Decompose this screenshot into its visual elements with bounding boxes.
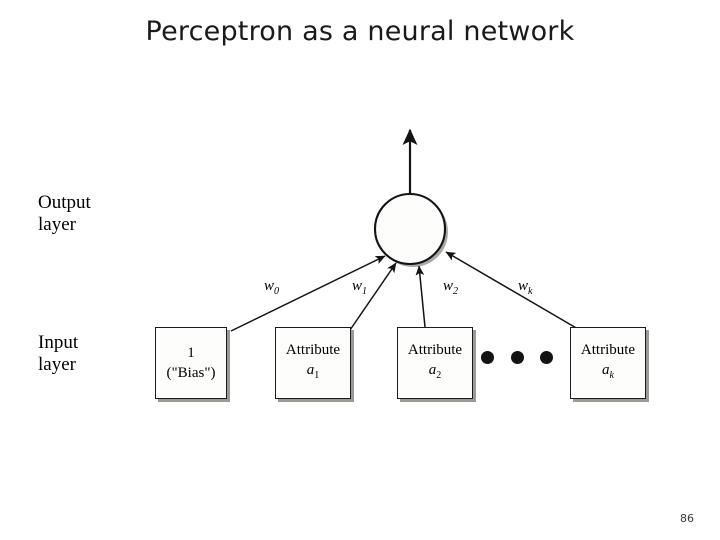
attribute-ak-title: Attribute	[580, 342, 636, 358]
input-layer-label-line2: layer	[38, 354, 76, 375]
attribute-a1-letter: a	[306, 362, 315, 378]
attribute-a2-symbol: a2	[429, 360, 442, 386]
weight-subscript-w2: 2	[453, 286, 459, 297]
output-layer-label: Output layer	[38, 192, 91, 236]
weight-symbol-w2: w	[443, 278, 454, 294]
input-node-attribute-a2[interactable]: Attribute a2	[397, 327, 473, 399]
weight-subscript-w1: 1	[362, 286, 368, 297]
weight-subscript-wk: k	[528, 286, 533, 297]
weight-symbol-wk: w	[518, 278, 529, 294]
edge-wk	[445, 251, 579, 330]
output-node-circle	[373, 192, 447, 266]
attribute-a1-subscript: 1	[314, 370, 320, 381]
ellipsis-dot-3	[540, 350, 553, 364]
output-layer-label-line1: Output	[38, 192, 91, 213]
weight-symbol-w1: w	[352, 278, 363, 294]
ellipsis-dot-2	[510, 350, 524, 364]
input-layer-label-line1: Input	[38, 332, 79, 353]
weight-subscript-w0: 0	[274, 286, 280, 297]
ellipsis-dots	[481, 347, 553, 367]
input-node-bias[interactable]: 1 ("Bias")	[155, 327, 227, 399]
attribute-a2-subscript: 2	[436, 370, 442, 381]
output-node-shadow	[378, 197, 448, 267]
page-title: Perceptron as a neural network	[145, 16, 575, 47]
attribute-ak-letter: a	[602, 362, 610, 378]
attribute-ak-symbol: ak	[602, 360, 614, 386]
output-layer-label-line2: layer	[38, 214, 76, 235]
weight-symbol-w0: w	[264, 278, 275, 294]
input-node-attribute-ak[interactable]: Attribute ak	[570, 327, 646, 399]
edge-w2	[415, 265, 426, 328]
attribute-a2-title: Attribute	[407, 342, 463, 358]
input-layer-label: Input layer	[38, 332, 78, 376]
weight-label-wk: wk	[518, 278, 532, 297]
attribute-a2-letter: a	[428, 362, 437, 378]
input-node-attribute-a1[interactable]: Attribute a1	[275, 327, 351, 399]
attribute-ak-subscript: k	[609, 370, 614, 381]
attribute-a1-symbol: a1	[307, 360, 320, 386]
attribute-a1-title: Attribute	[285, 342, 341, 358]
weight-label-w2: w2	[443, 278, 458, 297]
bias-value: 1	[187, 345, 195, 361]
bias-caption: ("Bias")	[166, 365, 216, 381]
weight-label-w1: w1	[352, 278, 367, 297]
page-number: 86	[680, 512, 694, 525]
weight-label-w0: w0	[264, 278, 279, 297]
ellipsis-dot-1	[481, 350, 494, 364]
